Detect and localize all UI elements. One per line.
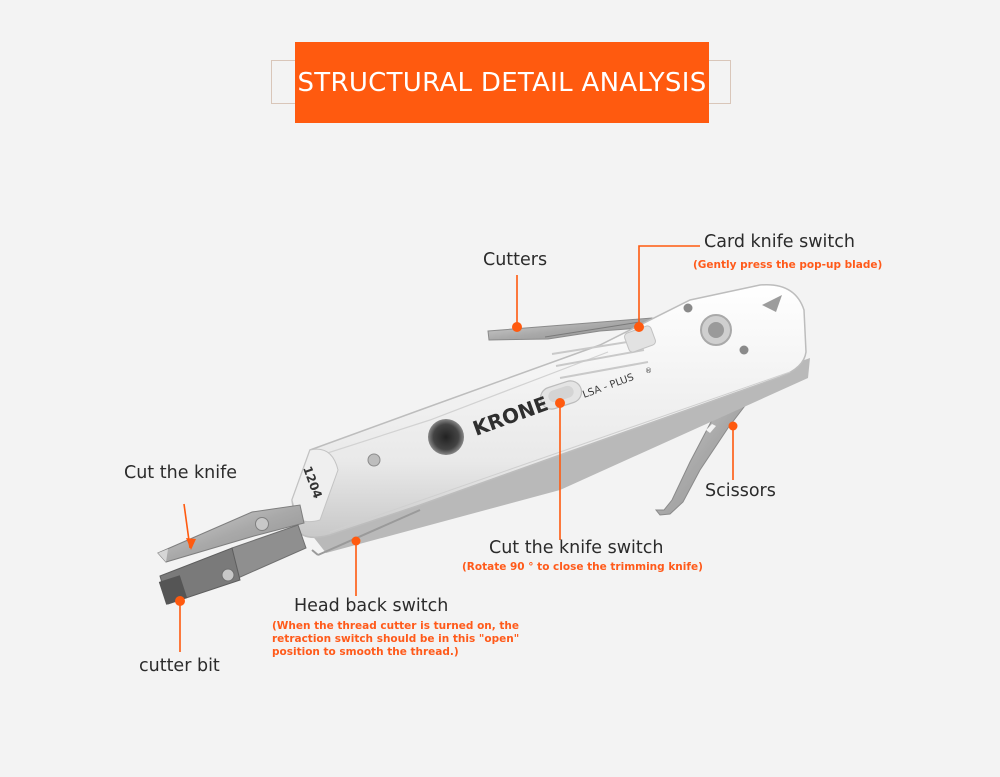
krone-logo-dot: [428, 419, 464, 455]
banner-title: STRUCTURAL DETAIL ANALYSIS: [297, 67, 707, 98]
note-head-back-switch-line1: (When the thread cutter is turned on, th…: [272, 620, 520, 632]
cutter-bit-head: [158, 524, 307, 605]
slider-ribs: [551, 339, 649, 379]
tool-panel-line: [311, 351, 609, 459]
note-card-knife-switch: (Gently press the pop-up blade): [693, 259, 883, 271]
label-scissors: Scissors: [705, 481, 776, 501]
leader-lines: [179, 245, 734, 652]
label-head-back-switch: Head back switch: [294, 596, 449, 616]
label-cutters: Cutters: [483, 250, 548, 270]
head-back-switch-wire: [311, 549, 319, 556]
title-banner: STRUCTURAL DETAIL ANALYSIS: [295, 42, 709, 123]
note-head-back-switch-line2: retraction switch should be in this "ope…: [272, 633, 520, 645]
head-screw: [367, 453, 381, 467]
cut-knife-arrow: [186, 538, 196, 550]
tail-arrow: [762, 295, 782, 312]
knife-switch-knob: [539, 380, 583, 410]
note-cut-the-knife-switch: (Rotate 90 ° to close the trimming knife…: [462, 561, 703, 573]
label-cut-the-knife: Cut the knife: [124, 463, 238, 483]
tool-body: [291, 283, 807, 539]
label-cut-the-knife-switch: Cut the knife switch: [489, 538, 664, 558]
scissors-blade: [654, 379, 761, 516]
label-cutter-bit: cutter bit: [139, 656, 220, 676]
tail-screw-bottom: [739, 345, 749, 355]
cut-knife-blade: [157, 504, 305, 563]
label-card-knife-switch: Card knife switch: [704, 232, 855, 252]
leader-dots: [175, 322, 738, 606]
tail-screw-top: [683, 303, 693, 313]
cutters-blade: [487, 317, 655, 341]
note-head-back-switch-line3: position to smooth the thread.): [272, 646, 459, 658]
model-mark: ®: [645, 367, 652, 375]
head-back-switch-wire: [317, 509, 421, 556]
tool-hole-inner: [708, 322, 724, 338]
